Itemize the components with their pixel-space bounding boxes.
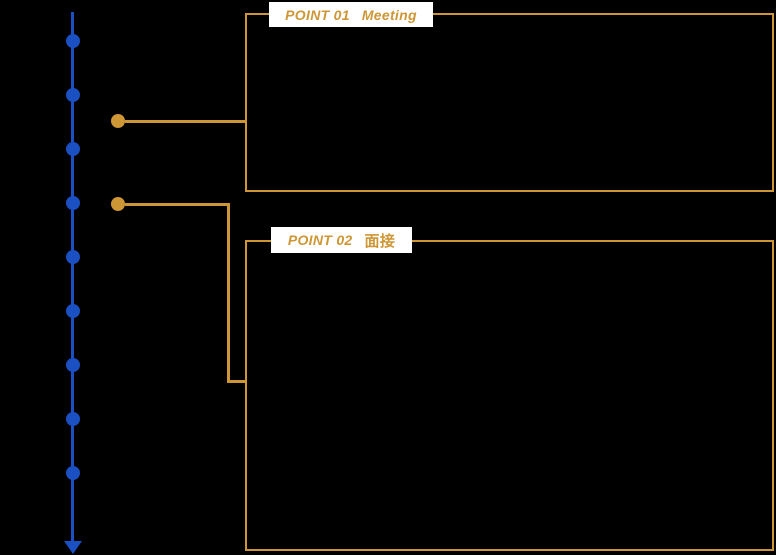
timeline-dot [66,34,80,48]
timeline-line [71,12,74,543]
connector-line-point-02-v [227,203,230,383]
point-01-label-prefix: POINT 01 [285,6,350,23]
point-01-label: POINT 01 Meeting [269,2,433,27]
point-01-label-title: Meeting [361,6,417,23]
connector-line-point-02-h2 [227,380,247,383]
arrow-down-icon [64,541,82,554]
timeline-dot [66,304,80,318]
timeline-dot [66,412,80,426]
point-02-label: POINT 02 面接 [271,227,412,253]
point-02-box [245,240,774,551]
timeline-dot [66,196,80,210]
timeline-dot [66,358,80,372]
timeline-dot [66,142,80,156]
connector-line-point-01 [125,120,246,123]
point-02-label-prefix: POINT 02 [287,232,353,248]
timeline-dot [66,466,80,480]
timeline-dot [66,250,80,264]
point-02-label-title: 面接 [364,232,396,250]
connector-line-point-02-h1 [125,203,230,206]
timeline-dot [66,88,80,102]
connector-dot-point-02 [111,197,125,211]
connector-dot-point-01 [111,114,125,128]
point-01-box [245,13,774,192]
